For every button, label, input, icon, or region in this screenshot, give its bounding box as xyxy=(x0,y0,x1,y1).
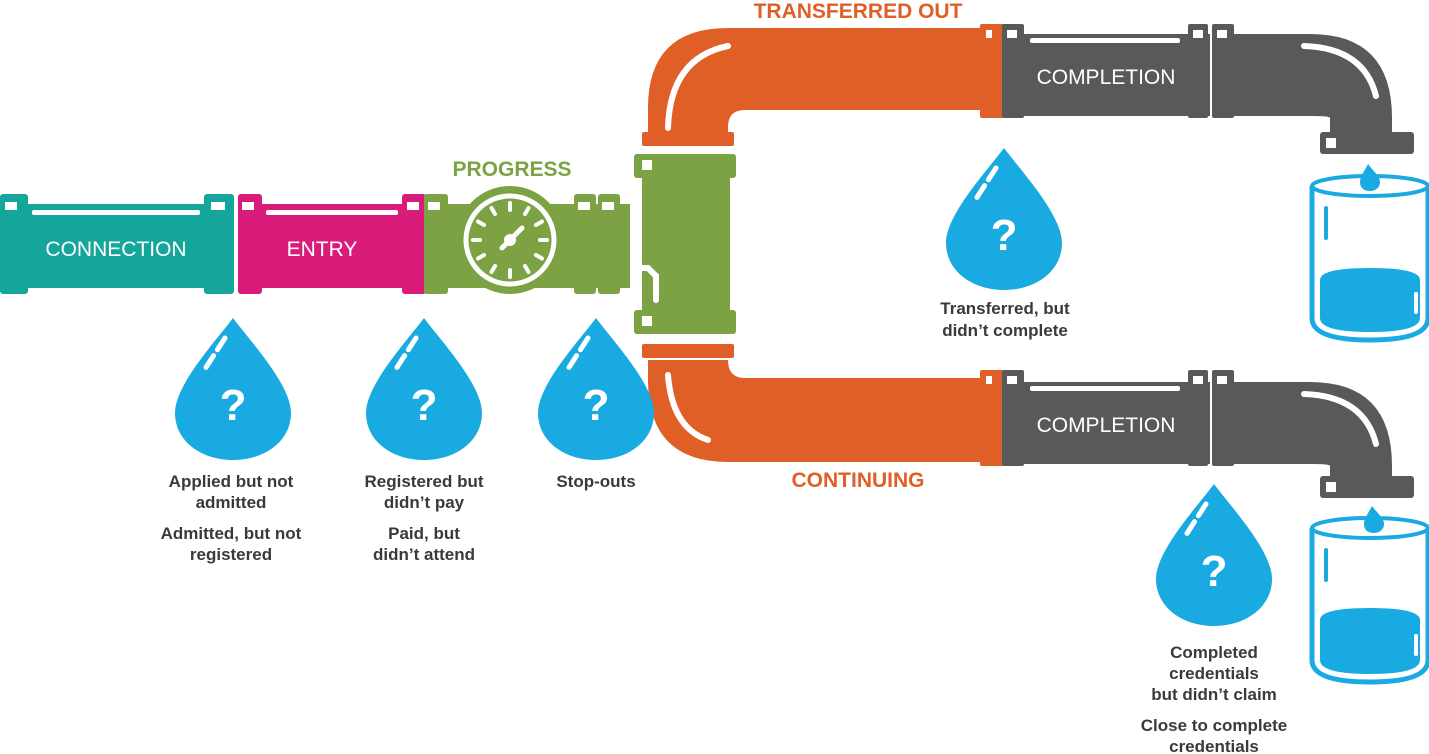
transfer-leak-caption: Transferred, but didn’t complete xyxy=(940,299,1070,340)
entry-pipe: ENTRY xyxy=(238,194,426,294)
caption-line: credentials xyxy=(1169,664,1259,683)
gauge-tick xyxy=(475,219,487,227)
connection-pipe: CONNECTION xyxy=(0,194,234,294)
gauge-tick xyxy=(523,263,531,275)
caption-line: credentials xyxy=(1169,737,1259,754)
connection-label: CONNECTION xyxy=(45,238,186,261)
question-mark: ? xyxy=(411,381,438,430)
caption-line: Close to complete xyxy=(1141,716,1287,735)
question-mark: ? xyxy=(583,381,610,430)
entry-label: ENTRY xyxy=(287,238,358,261)
caption-line: admitted xyxy=(196,493,267,512)
progress-leak-caption: Stop-outs xyxy=(556,472,635,491)
transferred-out-title: TRANSFERRED OUT xyxy=(754,0,963,23)
completion-leak-caption: Completed credentials but didn’t claim C… xyxy=(1141,643,1287,754)
continuing-pipe xyxy=(642,344,1004,466)
gauge-tick xyxy=(533,219,545,227)
water-drop-icon: ? xyxy=(538,318,654,460)
water-glass-icon xyxy=(1309,164,1429,343)
gauge-tick xyxy=(533,253,545,261)
gauge-tick xyxy=(489,263,497,275)
progress-title: PROGRESS xyxy=(452,158,571,181)
connection-leak-caption: Applied but not admitted Admitted, but n… xyxy=(161,472,302,564)
completion-pipe-top: COMPLETION xyxy=(1002,24,1414,154)
caption-line: Stop-outs xyxy=(556,472,635,491)
water-drop-icon: ? xyxy=(946,148,1062,290)
caption-line: Applied but not xyxy=(169,472,294,491)
completion-top-label: COMPLETION xyxy=(1037,66,1176,89)
water-drop-icon: ? xyxy=(175,318,291,460)
caption-line: but didn’t claim xyxy=(1151,685,1277,704)
progress-tee-junction xyxy=(621,154,736,334)
gauge-tick xyxy=(489,205,497,217)
water-drop-icon: ? xyxy=(1156,484,1272,626)
gauge-ticks xyxy=(471,201,549,279)
transferred-out-pipe xyxy=(642,24,1004,146)
gauge-tick xyxy=(475,253,487,261)
question-mark: ? xyxy=(1201,547,1228,596)
caption-line: didn’t complete xyxy=(942,321,1068,340)
caption-line: Completed xyxy=(1170,643,1258,662)
entry-leak-caption: Registered but didn’t pay Paid, but didn… xyxy=(364,472,483,564)
water-drop-icon: ? xyxy=(366,318,482,460)
caption-line: didn’t attend xyxy=(373,545,475,564)
caption-line: didn’t pay xyxy=(384,493,465,512)
caption-line: Registered but xyxy=(364,472,483,491)
completion-bottom-label: COMPLETION xyxy=(1037,414,1176,437)
continuing-title: CONTINUING xyxy=(792,469,925,492)
caption-line: registered xyxy=(190,545,272,564)
pressure-gauge-icon xyxy=(456,186,564,294)
water-glass-icon xyxy=(1309,506,1429,685)
question-mark: ? xyxy=(220,381,247,430)
caption-line: Paid, but xyxy=(388,524,460,543)
question-mark: ? xyxy=(991,211,1018,260)
gauge-tick xyxy=(523,205,531,217)
completion-pipe-bottom: COMPLETION xyxy=(1002,370,1414,498)
caption-line: Transferred, but xyxy=(940,299,1070,318)
caption-line: Admitted, but not xyxy=(161,524,302,543)
